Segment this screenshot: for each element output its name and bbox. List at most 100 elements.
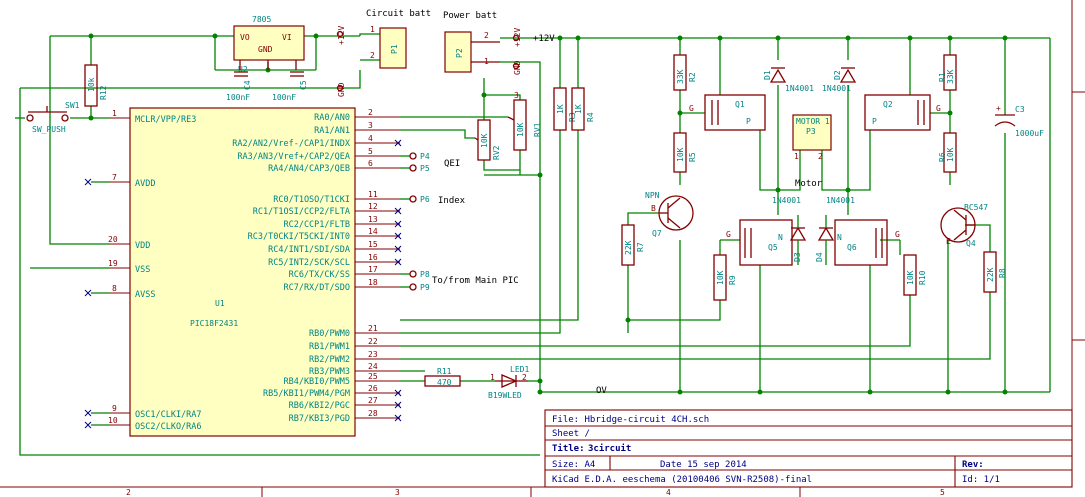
mcu-pin-num-27: 27 xyxy=(368,396,378,405)
no-connect-marker xyxy=(394,220,402,228)
motor-connector-p3: MOTOR 1 P3 1 2 Motor xyxy=(792,114,832,189)
mcu-pin-name-7: AVDD xyxy=(135,179,155,189)
mcu-pin-name-5: RA3/AN3/Vref+/CAP2/QEA xyxy=(237,152,350,162)
port-p9: P9 xyxy=(409,283,430,292)
r1-ref: R1 xyxy=(938,72,947,82)
p2-pin2: 2 xyxy=(484,31,489,40)
mcu-pin-name-25: RB4/KBI0/PWM5 xyxy=(283,377,350,387)
mcu-pin-name-8: AVSS xyxy=(135,290,155,300)
mcu-ref: U1 xyxy=(215,299,225,308)
flag-gnd-a: GND xyxy=(337,82,346,97)
no-connect-marker xyxy=(394,207,402,215)
diode-d4: D4 1N4001 xyxy=(815,196,855,265)
label-to-from-main-pic: To/from Main PIC xyxy=(432,276,519,286)
q7-pin-b: B xyxy=(651,204,656,213)
regulator-u2: 7805 VO GND VI U2 xyxy=(233,15,305,74)
mcu-pin-num-12: 12 xyxy=(368,202,378,211)
mcu-pin-num-22: 22 xyxy=(368,337,378,346)
mcu-u1: 1 MCLR/VPP/RE3 7 AVDD 20 VDD 19 VSS 8 AV… xyxy=(84,107,402,437)
no-connect-marker xyxy=(394,389,402,397)
label-ov: OV xyxy=(596,386,607,396)
no-connect-marker xyxy=(394,258,402,266)
c3-ref: C3 xyxy=(1015,105,1025,114)
r1-value: 33K xyxy=(946,69,955,84)
p1-ref: P1 xyxy=(390,44,399,54)
mcu-pin-name-3: RA1/AN1 xyxy=(314,126,350,136)
r2-ref: R2 xyxy=(688,72,697,82)
rv2-value: 10K xyxy=(480,133,489,148)
no-connect-marker xyxy=(394,232,402,240)
r5-ref: R5 xyxy=(688,152,697,162)
r7-value: 22K xyxy=(624,240,633,255)
mcu-pin-name-20: VDD xyxy=(135,241,150,251)
mcu-pin-num-20: 20 xyxy=(108,235,118,244)
mcu-pin-num-14: 14 xyxy=(368,227,378,236)
tb-title-value: 3circuit xyxy=(588,443,631,454)
r10-ref: R10 xyxy=(918,270,927,285)
p6-ref: P6 xyxy=(420,195,430,204)
d3-ref: D3 xyxy=(793,252,802,262)
mcu-pin-name-24: RB3/PWM3 xyxy=(309,367,350,377)
led1-pin1: 1 xyxy=(490,373,495,382)
mcu-pin-name-10: OSC2/CLKO/RA6 xyxy=(135,422,202,432)
r12-value: 10k xyxy=(87,77,96,92)
mcu-pin-num-25: 25 xyxy=(368,372,378,381)
mcu-pin-name-9: OSC1/CLKI/RA7 xyxy=(135,410,202,420)
label-motor: Motor xyxy=(795,179,823,189)
mcu-pin-num-10: 10 xyxy=(108,416,118,425)
q6-type: N xyxy=(837,233,842,242)
mcu-pin-num-21: 21 xyxy=(368,324,378,333)
reg-value: 7805 xyxy=(252,15,271,24)
mcu-right-pins: 2RA0/AN03RA1/AN14RA2/AN2/Vref-/CAP1/INDX… xyxy=(232,108,402,424)
resistor-r10: 10K R10 xyxy=(903,254,927,296)
mosfet-q2: Q2 P G xyxy=(864,94,941,131)
resistor-r2: 33K R2 xyxy=(673,54,697,91)
mcu-pin-num-3: 3 xyxy=(368,121,373,130)
q2-type: P xyxy=(872,117,877,126)
flag-gnd-b: GND xyxy=(513,60,522,75)
mcu-pin-name-4: RA2/AN2/Vref-/CAP1/INDX xyxy=(232,139,351,149)
r4-ref: R4 xyxy=(586,112,595,122)
mcu-pin-name-28: RB7/KBI3/PGD xyxy=(289,414,350,424)
q1-type: P xyxy=(746,117,751,126)
q6-pin-g: G xyxy=(895,230,900,239)
port-p6: P6 xyxy=(409,195,430,204)
no-connect-marker xyxy=(394,245,402,253)
label-power-batt: Power batt xyxy=(443,11,497,21)
c4-value: 100nF xyxy=(226,93,250,102)
c5-value: 100nF xyxy=(272,93,296,102)
switch-sw1: SW1 SW_PUSH xyxy=(26,101,80,134)
connector-p1: P1 1 2 Circuit batt xyxy=(366,9,431,69)
junctions xyxy=(88,33,1008,395)
mcu-pin-num-6: 6 xyxy=(368,159,373,168)
diode-d1: D1 1N4001 xyxy=(763,67,814,93)
power-flags: +12V GND +12V GND +12V xyxy=(336,26,555,97)
sw1-ref: SW1 xyxy=(65,101,80,110)
reg-pin-vo: VO xyxy=(240,33,250,42)
mcu-pin-name-17: RC6/TX/CK/SS xyxy=(289,270,350,280)
p3-pin1: 1 xyxy=(794,152,799,161)
r7-ref: R7 xyxy=(636,242,645,252)
mcu-value: PIC18F2431 xyxy=(190,319,238,328)
led1-ref: LED1 xyxy=(510,365,529,374)
mcu-pin-name-13: RC2/CCP1/FLTB xyxy=(283,220,350,230)
p9-ref: P9 xyxy=(420,283,430,292)
resistor-r1: 33K R1 xyxy=(938,54,957,91)
mcu-pin-num-24: 24 xyxy=(368,362,378,371)
r9-ref: R9 xyxy=(728,275,737,285)
p5-ref: P5 xyxy=(420,164,430,173)
mcu-pin-name-16: RC5/INT2/SCK/SCL xyxy=(268,258,350,268)
reg-ref: U2 xyxy=(238,65,248,74)
p3-pin2: 2 xyxy=(818,152,823,161)
flag-12v-b: +12V xyxy=(513,28,522,47)
capacitor-c5: C5 100nF xyxy=(272,60,308,102)
p1-pin1: 1 xyxy=(370,25,375,34)
p4-ref: P4 xyxy=(420,152,430,161)
no-connect-marker xyxy=(394,414,402,422)
no-connect-marker xyxy=(394,139,402,147)
mcu-pin-name-26: RB5/KBI1/PWM4/PGM xyxy=(263,389,350,399)
resistor-r11: R11 470 xyxy=(424,367,461,387)
mcu-pin-num-13: 13 xyxy=(368,215,378,224)
r8-value: 22K xyxy=(986,267,995,282)
